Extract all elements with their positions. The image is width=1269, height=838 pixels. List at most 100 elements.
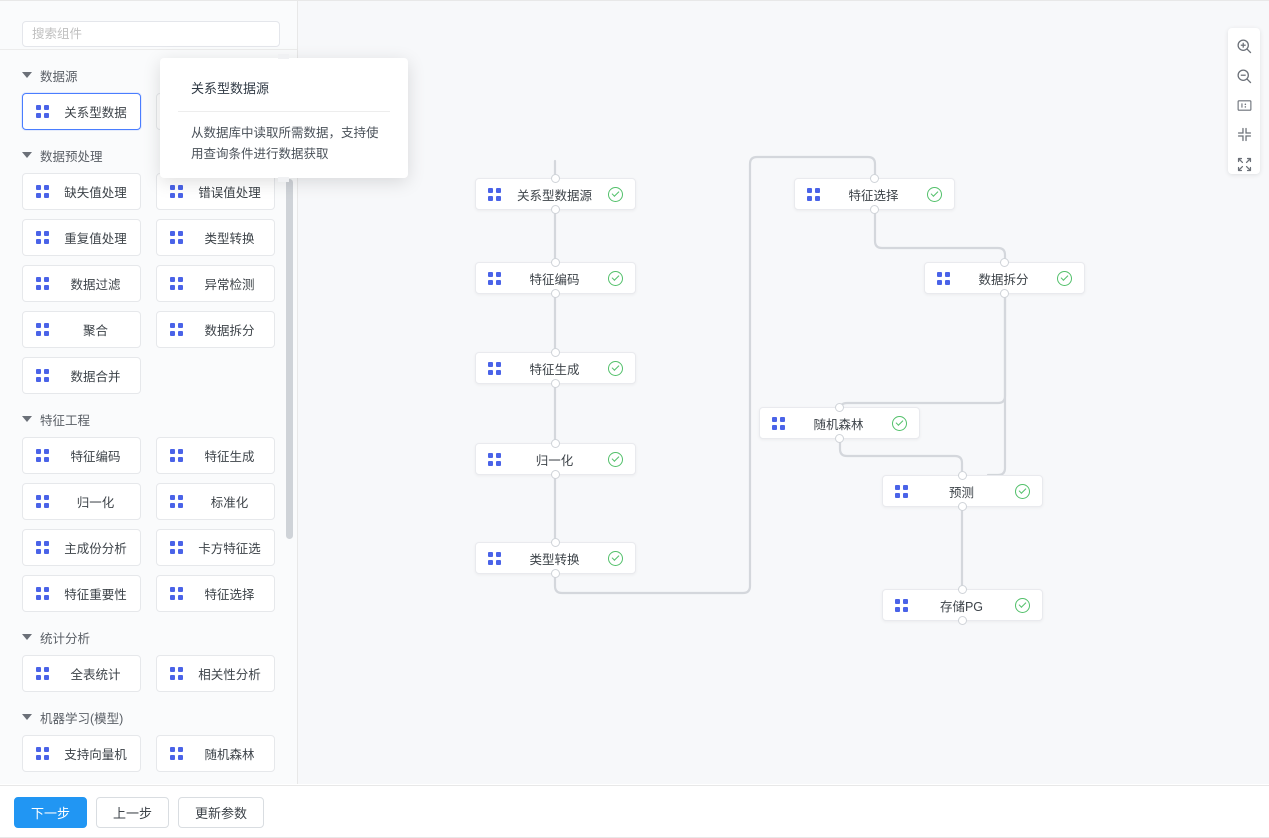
node-output-port[interactable] <box>551 379 560 388</box>
update-params-button[interactable]: 更新参数 <box>178 796 265 828</box>
palette-item-label: 相关性分析 <box>198 668 261 682</box>
node-output-port[interactable] <box>958 502 967 511</box>
palette-item[interactable]: 特征生成 <box>156 437 275 474</box>
workflow-node[interactable]: 特征生成 <box>475 348 636 388</box>
palette-group-title: 数据预处理 <box>40 149 103 164</box>
palette-item[interactable]: 数据合并 <box>22 357 141 394</box>
node-output-port[interactable] <box>1000 289 1009 298</box>
node-output-port[interactable] <box>958 616 967 625</box>
node-input-port[interactable] <box>551 174 560 183</box>
search-input[interactable] <box>22 21 280 47</box>
palette-item-label: 类型转换 <box>204 232 255 246</box>
component-grid-icon <box>36 495 49 508</box>
footer-actions: 下一步 上一步 更新参数 <box>0 785 1269 838</box>
node-output-port[interactable] <box>551 289 560 298</box>
palette-item[interactable]: 相关性分析 <box>156 655 275 692</box>
workflow-node[interactable]: 关系型数据源 <box>475 174 636 214</box>
palette-item[interactable]: 缺失值处理 <box>22 173 141 210</box>
palette-item-label: 关系型数据 <box>64 106 127 120</box>
node-input-port[interactable] <box>551 439 560 448</box>
workflow-node[interactable]: 类型转换 <box>475 538 636 578</box>
palette-group-header[interactable]: 数据预处理 <box>0 142 297 168</box>
palette-item[interactable]: 主成份分析 <box>22 529 141 566</box>
palette-item-label: 支持向量机 <box>64 748 127 762</box>
palette-item[interactable]: 类型转换 <box>156 219 275 256</box>
node-output-port[interactable] <box>551 470 560 479</box>
palette-item[interactable]: 错误值处理 <box>156 173 275 210</box>
palette-item[interactable]: 随机森林 <box>156 735 275 772</box>
palette-item-label: 特征选择 <box>204 588 255 602</box>
palette-item[interactable]: 特征编码 <box>22 437 141 474</box>
palette-row: 数据过滤异常检测 <box>0 265 297 302</box>
node-input-port[interactable] <box>551 348 560 357</box>
palette-group-header[interactable]: 特征工程 <box>0 406 297 432</box>
workflow-node[interactable]: 数据拆分 <box>924 258 1085 298</box>
fit-view-icon[interactable] <box>1234 96 1254 115</box>
palette-row: 数据合并 <box>0 357 297 394</box>
palette-item[interactable]: 支持向量机 <box>22 735 141 772</box>
workflow-node[interactable]: 存储PG <box>882 585 1043 625</box>
palette-item[interactable]: 全表统计 <box>22 655 141 692</box>
component-grid-icon <box>772 416 785 430</box>
palette-scrollbar-track[interactable] <box>286 51 293 781</box>
next-step-button[interactable]: 下一步 <box>14 796 88 828</box>
top-divider <box>0 0 1269 1</box>
tooltip-description: 从数据库中读取所需数据，支持使用查询条件进行数据获取 <box>191 126 379 161</box>
component-grid-icon <box>170 323 183 336</box>
palette-item[interactable]: 异常检测 <box>156 265 275 302</box>
edge-n5-n6 <box>553 155 877 595</box>
palette-group-header[interactable]: 统计分析 <box>0 624 297 650</box>
collapse-icon[interactable] <box>1234 125 1254 144</box>
palette-group-header[interactable]: 数据源 <box>0 62 297 88</box>
palette-item[interactable]: 重复值处理 <box>22 219 141 256</box>
palette-item-label: 数据合并 <box>70 370 121 384</box>
node-output-port[interactable] <box>835 434 844 443</box>
palette-item[interactable]: 数据拆分 <box>156 311 275 348</box>
workflow-node[interactable]: 特征编码 <box>475 258 636 298</box>
node-input-port[interactable] <box>551 258 560 267</box>
palette-group-title: 数据源 <box>40 69 78 84</box>
node-output-port[interactable] <box>870 205 879 214</box>
zoom-in-icon[interactable] <box>1234 37 1254 56</box>
node-output-port[interactable] <box>551 205 560 214</box>
workflow-node[interactable]: 随机森林 <box>759 403 920 443</box>
prev-step-button[interactable]: 上一步 <box>96 796 170 828</box>
node-input-port[interactable] <box>551 538 560 547</box>
node-input-port[interactable] <box>958 585 967 594</box>
node-output-port[interactable] <box>551 569 560 578</box>
palette-item-label: 主成份分析 <box>64 542 127 556</box>
palette-item[interactable]: 特征选择 <box>156 575 275 612</box>
palette-item-label: 特征编码 <box>70 450 121 464</box>
palette-item[interactable]: 数据过滤 <box>22 265 141 302</box>
palette-group-header[interactable]: 机器学习(模型) <box>0 704 297 730</box>
search-bar <box>0 1 297 50</box>
edge-n6-n7 <box>873 208 1007 264</box>
node-input-port[interactable] <box>835 403 844 412</box>
zoom-out-icon[interactable] <box>1234 66 1254 85</box>
workflow-node[interactable]: 归一化 <box>475 439 636 479</box>
palette-item[interactable]: 卡方特征选 <box>156 529 275 566</box>
palette-item[interactable]: 特征重要性 <box>22 575 141 612</box>
component-grid-icon <box>488 271 501 285</box>
expand-icon[interactable] <box>1234 155 1254 174</box>
status-check-icon <box>608 270 623 286</box>
workflow-node[interactable]: 特征选择 <box>794 174 955 214</box>
canvas-toolbar <box>1228 28 1260 174</box>
palette-item[interactable]: 归一化 <box>22 483 141 520</box>
workflow-node[interactable]: 预测 <box>882 471 1043 511</box>
palette-item[interactable]: 聚合 <box>22 311 141 348</box>
palette-item[interactable]: 标准化 <box>156 483 275 520</box>
palette-item-label: 特征生成 <box>204 450 255 464</box>
palette-item-label: 数据拆分 <box>204 324 255 338</box>
node-input-port[interactable] <box>1000 258 1009 267</box>
node-input-port[interactable] <box>870 174 879 183</box>
workflow-node-label: 关系型数据源 <box>516 188 592 203</box>
tooltip-title: 关系型数据源 <box>191 81 270 96</box>
palette-item[interactable]: 关系型数据 <box>22 93 141 130</box>
tooltip-arrow-top <box>278 54 289 59</box>
component-grid-icon <box>170 231 183 244</box>
node-input-port[interactable] <box>958 471 967 480</box>
palette-scrollbar-thumb[interactable] <box>286 179 293 539</box>
workflow-canvas[interactable]: 关系型数据源特征编码特征生成归一化类型转换 特征选择数据拆分随机森林预测存储PG <box>298 1 1269 784</box>
